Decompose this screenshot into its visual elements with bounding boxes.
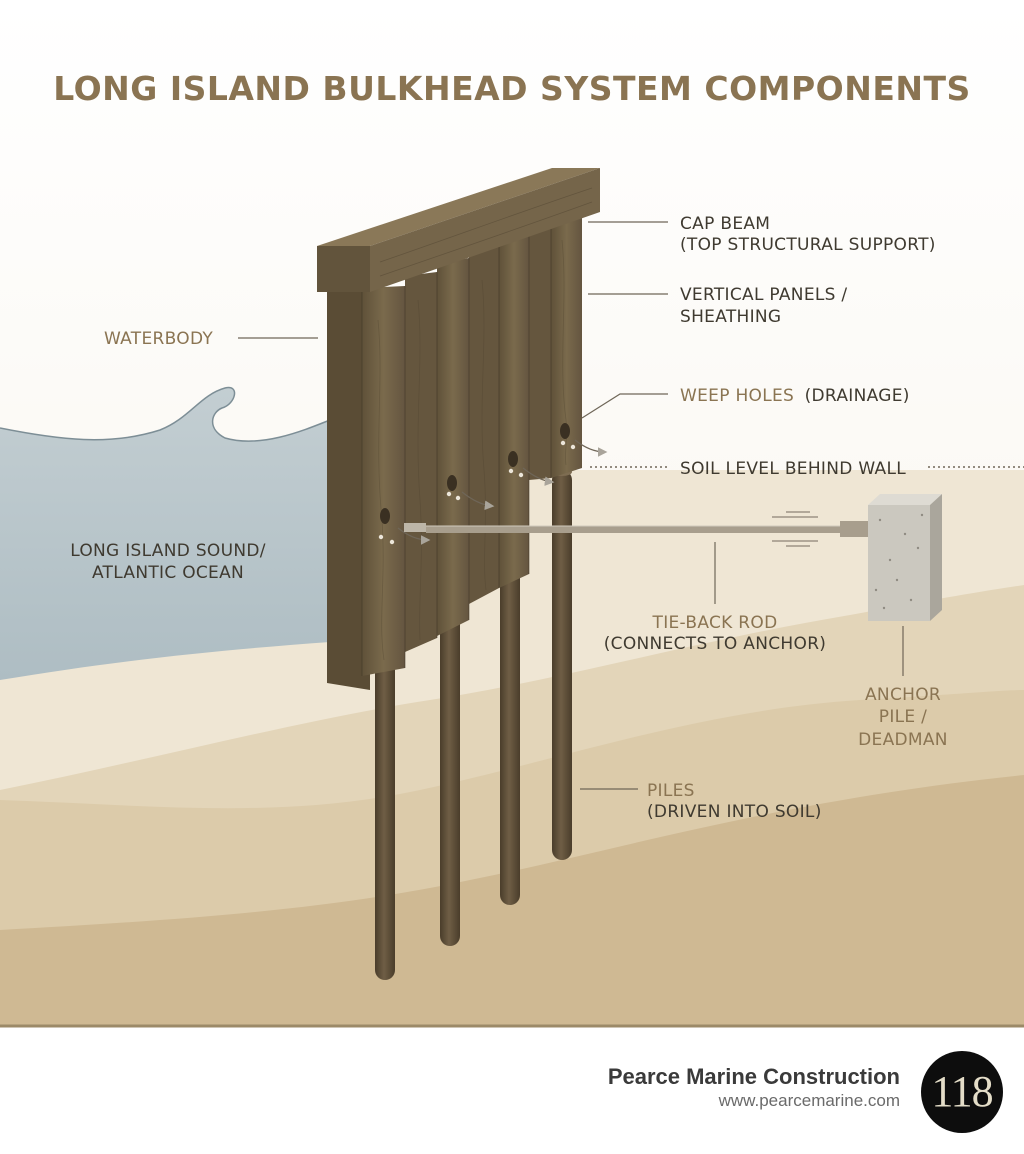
anchor-deadman — [868, 494, 942, 621]
weep-holes-desc: (DRAINAGE) — [805, 386, 910, 406]
vertical-panels — [327, 214, 582, 690]
diagram-title: LONG ISLAND BULKHEAD SYSTEM COMPONENTS — [53, 69, 971, 108]
weep-hole — [446, 475, 495, 511]
company-name: Pearce Marine Construction — [607, 1064, 900, 1089]
sheathing-label: SHEATHING — [680, 307, 781, 327]
cap-beam-label: CAP BEAM — [680, 214, 770, 234]
tie-back-desc: (CONNECTS TO ANCHOR) — [604, 634, 827, 654]
sound-label-2: ATLANTIC OCEAN — [92, 563, 244, 583]
anchor-label-3: DEADMAN — [858, 730, 948, 750]
tie-back-rod — [404, 511, 870, 547]
piles-label: PILES — [647, 781, 695, 801]
vertical-panels-label: VERTICAL PANELS / — [680, 285, 847, 305]
tie-back-label: TIE-BACK ROD — [652, 613, 778, 633]
piles-desc: (DRIVEN INTO SOIL) — [647, 802, 822, 822]
page-number-badge: 118 — [921, 1051, 1003, 1133]
sound-label-1: LONG ISLAND SOUND/ — [70, 541, 266, 561]
waterbody-label: WATERBODY — [104, 329, 213, 349]
pile — [552, 470, 572, 860]
soil-level-label: SOIL LEVEL BEHIND WALL — [680, 459, 906, 479]
weep-hole — [560, 423, 608, 457]
anchor-label-1: ANCHOR — [865, 685, 941, 705]
weep-holes-text: WEEP HOLES (DRAINAGE) — [680, 386, 910, 406]
weep-holes-label: WEEP HOLES — [680, 386, 794, 406]
weep-holes — [378, 423, 608, 545]
company-url[interactable]: www.pearcemarine.com — [718, 1091, 900, 1110]
leader-lines — [238, 221, 1024, 790]
weep-hole — [508, 451, 555, 486]
cap-beam — [317, 168, 600, 292]
cap-beam-desc: (TOP STRUCTURAL SUPPORT) — [680, 235, 936, 255]
pile — [500, 492, 520, 905]
water-body — [0, 387, 330, 680]
weep-hole — [378, 508, 431, 545]
anchor-label-2: PILE / — [879, 707, 927, 727]
